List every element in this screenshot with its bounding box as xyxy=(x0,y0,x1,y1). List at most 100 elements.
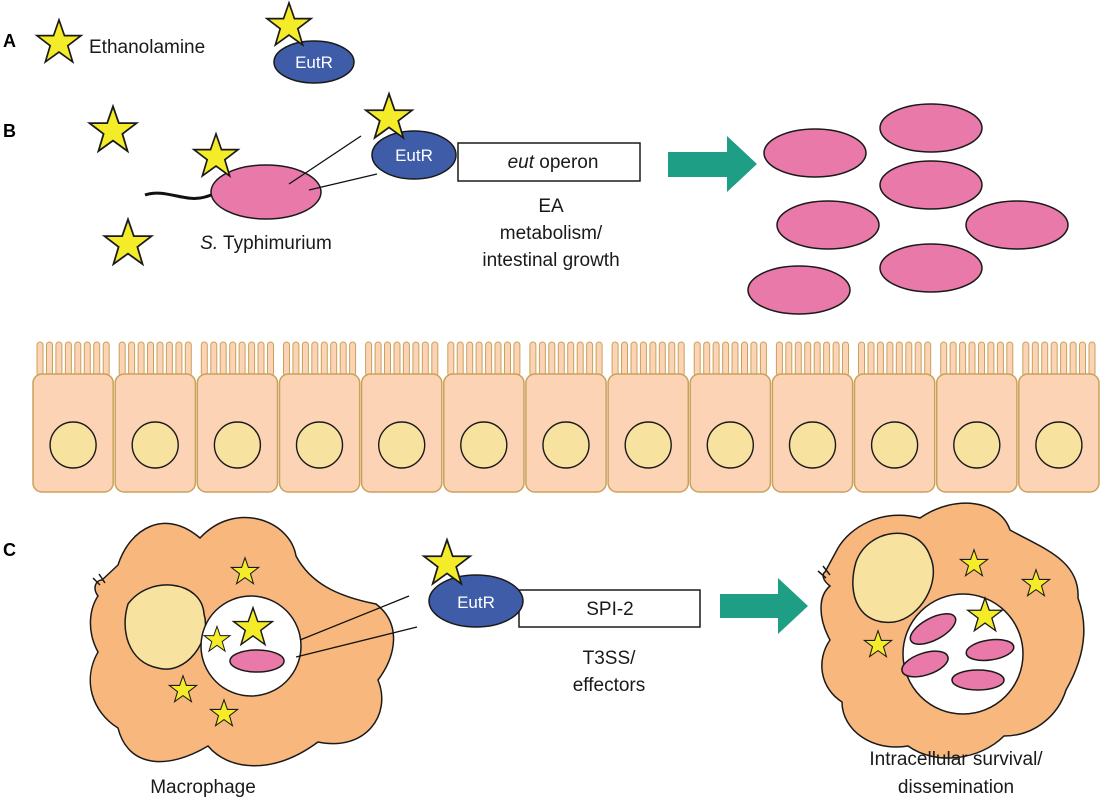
microvillus xyxy=(466,341,474,377)
ethanolamine-star-icon xyxy=(88,105,138,153)
epithelial-nucleus xyxy=(624,421,672,469)
microvillus xyxy=(365,341,373,377)
epithelial-nucleus xyxy=(706,421,754,469)
microvillus xyxy=(64,341,72,377)
microvillus xyxy=(349,341,357,377)
bacterium xyxy=(763,128,867,178)
eut-outcome-line1: EA xyxy=(538,196,564,217)
microvillus xyxy=(147,341,154,377)
eutr-protein xyxy=(371,130,457,180)
ethanolamine-bound-star-icon xyxy=(266,2,312,46)
epithelial-nucleus xyxy=(788,421,837,469)
process-arrow xyxy=(720,578,808,634)
internalized-bacterium xyxy=(901,650,949,678)
microvillus xyxy=(886,341,894,377)
microvillus xyxy=(959,341,967,377)
microvillus xyxy=(494,341,502,377)
intestinal-epithelium xyxy=(32,341,1100,493)
microvillus xyxy=(548,341,556,377)
macrophage-nucleus xyxy=(852,532,935,624)
microvillus xyxy=(712,341,720,377)
eutr-label: EutR xyxy=(395,146,433,165)
microvillus xyxy=(504,341,511,377)
bacterium xyxy=(879,160,983,210)
microvillus xyxy=(832,341,840,377)
outcome-label-line2: dissemination xyxy=(898,777,1014,798)
epithelial-nucleus xyxy=(378,421,426,469)
zoom-line xyxy=(308,173,378,191)
microvillus xyxy=(55,341,63,377)
microvillus xyxy=(639,341,647,377)
microvillus xyxy=(46,341,53,377)
microvillus xyxy=(823,341,831,377)
microvillus xyxy=(267,341,274,377)
microvillus xyxy=(184,341,192,377)
microvillus xyxy=(611,341,619,377)
microvillus xyxy=(759,341,767,377)
microvillus xyxy=(677,341,685,377)
microvillus xyxy=(475,341,483,377)
microvillus xyxy=(858,341,865,377)
eutr-protein xyxy=(273,40,355,84)
microvillus xyxy=(238,341,246,377)
microvillus xyxy=(775,341,783,377)
microvillus xyxy=(649,341,657,377)
microvillus xyxy=(1006,341,1014,377)
microvillus xyxy=(330,341,338,377)
microvillus xyxy=(949,341,957,377)
outcome-label-line1: Intracellular survival/ xyxy=(869,749,1043,770)
microvillus xyxy=(668,341,676,377)
microvillus xyxy=(137,341,145,377)
microvillus xyxy=(128,341,136,377)
microvillus xyxy=(987,341,995,377)
microvillus xyxy=(785,341,793,377)
microvillus xyxy=(741,341,748,377)
microvillus xyxy=(794,341,802,377)
bacterium xyxy=(879,243,983,293)
internalized-bacterium xyxy=(951,669,1005,691)
microvillus xyxy=(978,341,985,377)
microvillus xyxy=(210,341,218,377)
panel-a: A Ethanolamine EutR xyxy=(3,2,355,84)
microvillus xyxy=(567,341,575,377)
internalized-bacterium xyxy=(229,649,285,673)
bacterium xyxy=(747,265,851,315)
phagosome xyxy=(200,595,302,697)
species-label: S. Typhimurium xyxy=(200,233,332,254)
microvillus xyxy=(1079,341,1086,377)
epithelial-nucleus xyxy=(213,421,262,469)
microvillus xyxy=(703,341,711,377)
spi2-locus-box xyxy=(518,589,701,628)
microvillus xyxy=(311,341,319,377)
microvillus xyxy=(83,341,91,377)
microvillus xyxy=(731,341,739,377)
pseudopod-tips xyxy=(92,573,106,586)
microvillus xyxy=(842,341,849,377)
microvillus xyxy=(693,341,701,377)
microvillus xyxy=(940,341,948,377)
microvillus xyxy=(384,341,391,377)
microvillus xyxy=(93,341,101,377)
microvillus xyxy=(924,341,932,377)
microvillus xyxy=(804,341,812,377)
epithelial-nucleus xyxy=(49,421,97,469)
eutr-label: EutR xyxy=(457,593,495,612)
microvillus xyxy=(621,341,628,377)
microvillus xyxy=(895,341,903,377)
panel-c-label: C xyxy=(3,540,16,560)
microvillus xyxy=(339,341,347,377)
microvillus xyxy=(1050,341,1058,377)
microvillus xyxy=(36,341,44,377)
epithelial-nucleus xyxy=(131,421,179,469)
bacterium xyxy=(879,103,983,153)
panel-a-label: A xyxy=(3,31,16,51)
zoom-line xyxy=(299,595,410,641)
microvillus xyxy=(722,341,730,377)
microvillus xyxy=(431,341,439,377)
microvillus xyxy=(283,341,290,377)
salmonella-bacterium xyxy=(210,164,322,220)
macrophage-nucleus xyxy=(124,584,207,670)
eut-outcome-line3: intestinal growth xyxy=(482,250,619,271)
microvillus xyxy=(156,341,164,377)
